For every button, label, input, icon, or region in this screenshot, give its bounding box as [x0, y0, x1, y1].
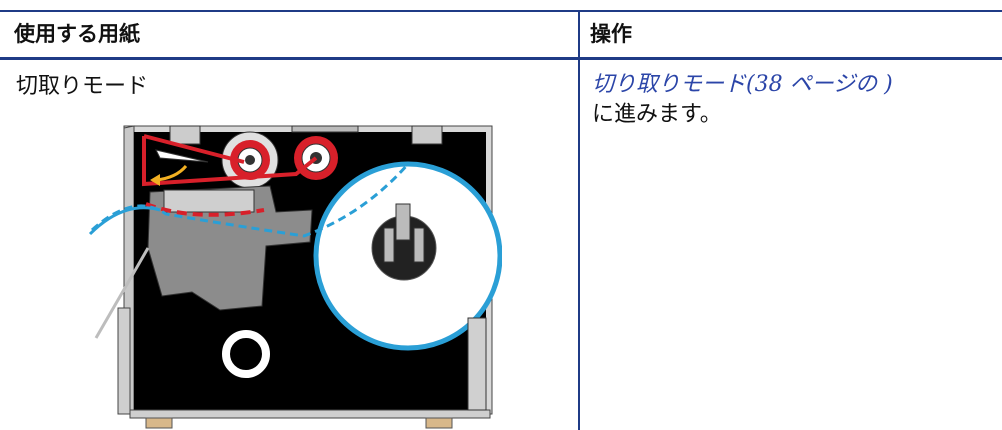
table-top-rule	[0, 10, 1002, 12]
action-instruction: に進みます。	[592, 102, 722, 127]
rewind-ring	[222, 330, 270, 378]
printer-media-path-illustration	[88, 125, 502, 429]
header-divider	[0, 57, 1002, 60]
top-bar	[291, 125, 359, 133]
media-feed-line	[88, 206, 161, 236]
header-media-type: 使用する用紙	[14, 22, 140, 46]
printer-foot-left	[145, 417, 173, 429]
ribbon-path	[142, 134, 318, 187]
tear-off-mode-link[interactable]: 切り取りモード(38 ページの )	[592, 72, 893, 97]
printer-base	[129, 409, 491, 419]
hinge-right	[411, 125, 443, 145]
printhead-block	[163, 189, 255, 213]
lever	[155, 149, 209, 163]
media-path	[90, 163, 410, 238]
right-panel	[467, 317, 487, 411]
link-label[interactable]: 切り取りモード	[592, 72, 747, 97]
table-header-row: 使用する用紙 操作	[0, 12, 1002, 56]
column-divider	[578, 10, 580, 430]
header-action: 操作	[590, 22, 632, 46]
support-rod	[94, 247, 150, 339]
printer-lower-left-panel	[117, 307, 131, 415]
action-cell: 切り取りモード(38 ページの ) に進みます。	[592, 70, 992, 130]
link-page-ref[interactable]: (38 ページの )	[746, 72, 893, 97]
media-mode-label: 切取りモード	[16, 74, 149, 99]
printer-foot-right	[425, 417, 453, 429]
ribbon-path-dashed	[145, 202, 265, 217]
hinge-left	[169, 125, 201, 145]
